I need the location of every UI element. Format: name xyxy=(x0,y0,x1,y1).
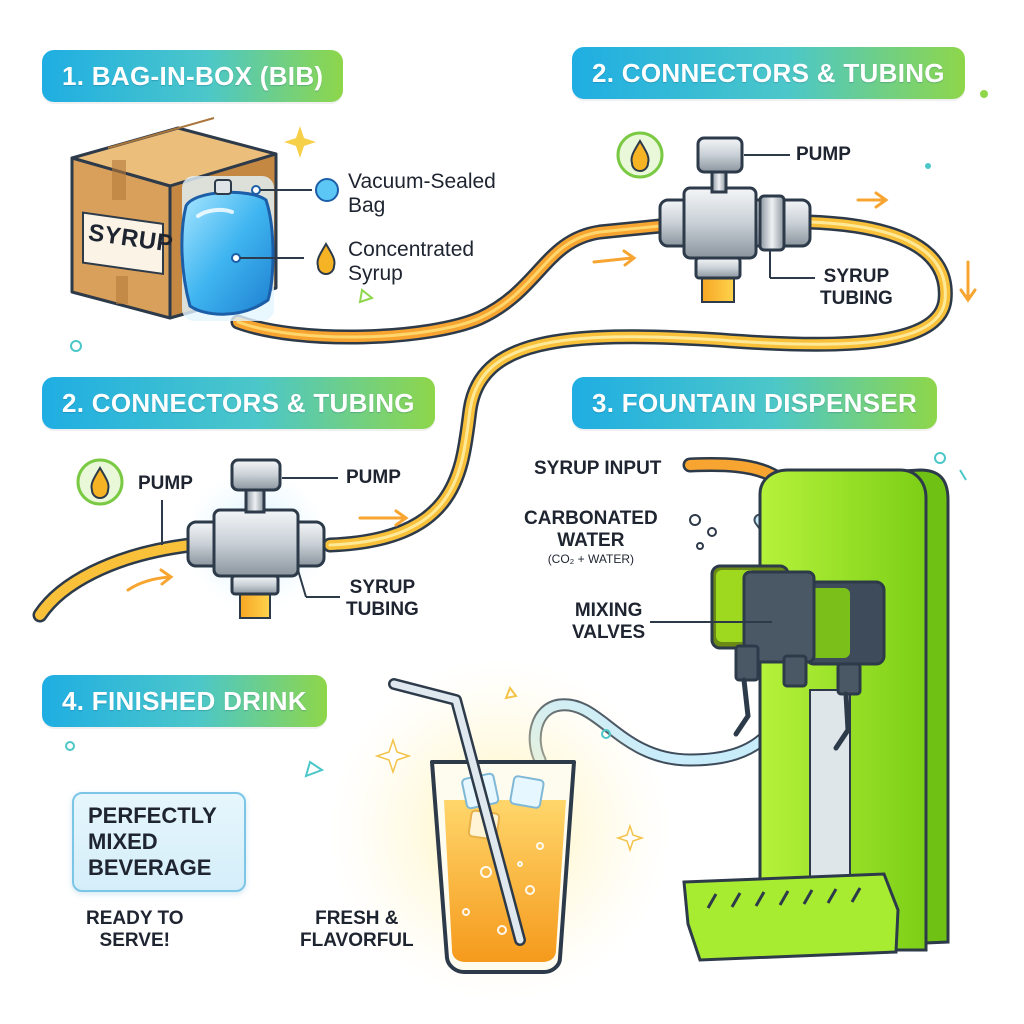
ready-to-serve-label: READY TO SERVE! xyxy=(86,908,184,951)
bag-in-box xyxy=(70,117,278,321)
perfectly-mixed-callout: PERFECTLY MIXED BEVERAGE xyxy=(72,792,246,892)
right-pump-label: PUMP xyxy=(346,467,401,488)
left-pump-label: PUMP xyxy=(138,473,193,494)
section-header-bag-in-box: 1. BAG-IN-BOX (BIB) xyxy=(42,50,344,102)
top-syrup-tubing-label: SYRUP TUBING xyxy=(820,266,893,309)
carbonated-water-label: CARBONATED WATER (CO₂ + WATER) xyxy=(524,508,658,566)
mixing-valves-label: MIXING VALVES xyxy=(572,600,646,643)
vacuum-sealed-bag-label: Vacuum-Sealed Bag xyxy=(348,170,496,217)
fountain-dispenser xyxy=(650,468,950,962)
bib-leaders xyxy=(240,178,339,275)
left-pump-assembly xyxy=(76,458,340,619)
section-header-connectors-top: 2. CONNECTORS & TUBING xyxy=(572,47,965,99)
top-pump-label: PUMP xyxy=(796,144,851,165)
section-header-finished-drink: 4. FINISHED DRINK xyxy=(42,675,327,727)
concentrated-syrup-label: Concentrated Syrup xyxy=(348,238,475,285)
section-header-connectors-left: 2. CONNECTORS & TUBING xyxy=(42,377,435,429)
section-header-fountain-dispenser: 3. FOUNTAIN DISPENSER xyxy=(572,377,938,429)
left-syrup-tubing-label: SYRUP TUBING xyxy=(346,577,419,620)
decorative-sparkles xyxy=(65,90,988,853)
top-pump-assembly xyxy=(616,131,815,303)
fresh-flavorful-label: FRESH & FLAVORFUL xyxy=(300,908,414,951)
syrup-tubing-main xyxy=(32,214,953,623)
syrup-input-label: SYRUP INPUT xyxy=(534,458,662,479)
flow-arrows xyxy=(126,191,977,592)
drink-glass xyxy=(330,660,670,1000)
